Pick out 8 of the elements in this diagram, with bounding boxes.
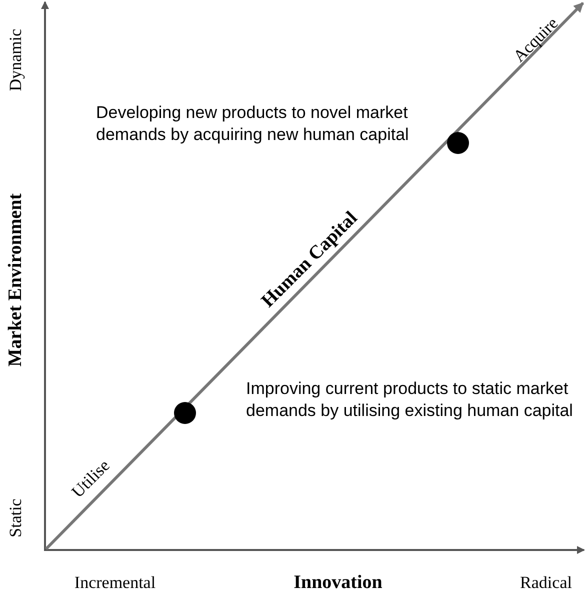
axis-label: Incremental: [74, 573, 156, 593]
axis-title: Innovation: [294, 572, 382, 594]
axis-label: Radical: [520, 573, 572, 593]
axis-title: Market Environment: [5, 193, 27, 367]
description-text: Improving current products to static market demands by utilising existing human capital: [246, 378, 574, 422]
axis-label: Static: [6, 498, 26, 538]
axis-label: Dynamic: [6, 28, 26, 92]
description-text: Developing new products to novel market demands by acquiring new human capital: [96, 102, 410, 146]
